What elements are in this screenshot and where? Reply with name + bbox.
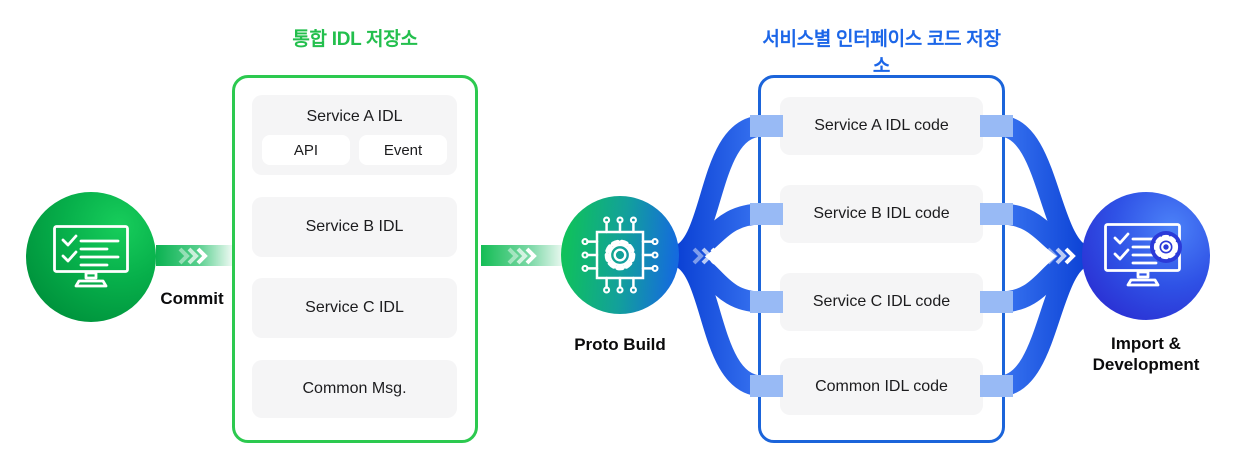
monitor-checklist-icon bbox=[53, 225, 129, 288]
proto-build-node bbox=[561, 196, 679, 314]
idl-to-protobuild-connector bbox=[481, 245, 564, 266]
code-repo-box: Service A IDL code Service B IDL code Se… bbox=[758, 75, 1005, 443]
chevron-right-icon bbox=[507, 247, 536, 265]
chevron-right-icon bbox=[1046, 247, 1075, 265]
monitor-gear-icon bbox=[1104, 223, 1182, 287]
proto-build-label: Proto Build bbox=[574, 335, 666, 354]
import-label-line2: Development bbox=[1092, 355, 1200, 374]
idl-api-chip: API bbox=[262, 135, 350, 165]
idl-item-service-c: Service C IDL bbox=[252, 278, 457, 338]
protobuild-fanout-ribbons bbox=[665, 115, 773, 397]
import-fanin-ribbons bbox=[989, 115, 1097, 397]
chevron-right-icon bbox=[692, 247, 721, 265]
idl-repo-box: Service A IDL API Event Service B IDL Se… bbox=[232, 75, 478, 443]
code-item-service-c: Service C IDL code bbox=[780, 273, 983, 331]
commit-label: Commit bbox=[160, 289, 224, 308]
commit-node bbox=[26, 192, 156, 322]
chip-label: Event bbox=[383, 141, 423, 159]
chip-pins bbox=[581, 216, 659, 294]
import-dev-node bbox=[1082, 192, 1210, 320]
code-repo-title: 서비스별 인터페이스 코드 저장소 bbox=[762, 29, 1001, 77]
idl-event-chip: Event bbox=[359, 135, 447, 165]
idl-item-service-b: Service B IDL bbox=[252, 197, 457, 257]
chevron-right-icon bbox=[178, 247, 207, 265]
code-item-service-a: Service A IDL code bbox=[780, 97, 983, 155]
code-item-service-b: Service B IDL code bbox=[780, 185, 983, 243]
idl-item-common-msg: Common Msg. bbox=[252, 360, 457, 418]
code-item-common: Common IDL code bbox=[780, 358, 983, 415]
commit-to-idl-connector bbox=[156, 245, 232, 266]
chip-label: API bbox=[293, 141, 319, 159]
gear-overlay bbox=[1150, 231, 1182, 263]
import-label-line1: Import & bbox=[1111, 334, 1181, 353]
chip-gear-icon bbox=[581, 216, 659, 294]
idl-item-label: Service A IDL bbox=[306, 108, 403, 125]
idl-repo-title: 통합 IDL 저장소 bbox=[292, 29, 418, 50]
import-dev-label: Import & Development bbox=[1080, 333, 1212, 375]
idl-item-service-a: Service A IDL API Event bbox=[252, 95, 457, 175]
